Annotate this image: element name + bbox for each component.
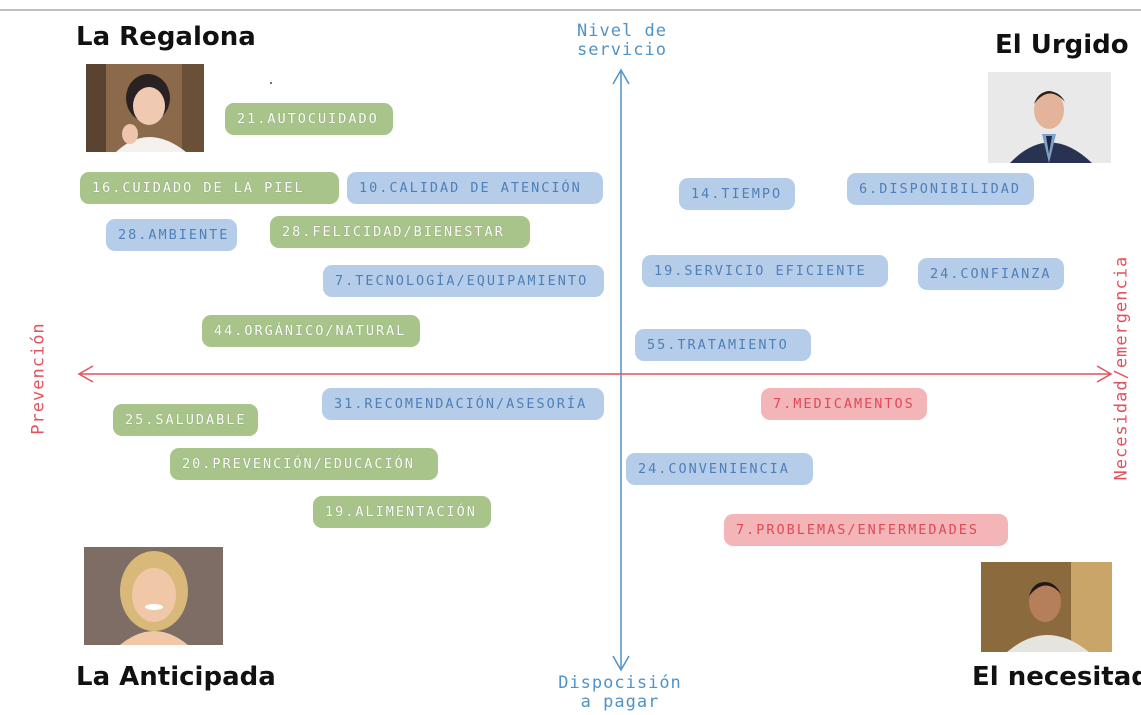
tag-servicio-eficiente: 19.SERVICIO EFICIENTE — [642, 255, 888, 287]
persona-photo-la-anticipada — [84, 547, 223, 645]
tag-calidad-de-atencion: 10.CALIDAD DE ATENCIÓN — [347, 172, 603, 204]
horizontal-axis-arrow-right — [1096, 365, 1113, 383]
tag-alimentacion: 19.ALIMENTACIÓN — [313, 496, 491, 528]
tag-medicamentos: 7.MEDICAMENTOS — [761, 388, 927, 420]
persona-photo-el-urgido — [988, 72, 1111, 163]
quadrant-title-top-left: La Regalona — [76, 22, 256, 52]
axis-label-top: Nivel de servicio — [577, 21, 667, 60]
tag-saludable: 25.SALUDABLE — [113, 404, 258, 436]
tag-ambiente: 28.AMBIENTE — [106, 219, 237, 251]
tag-problemas-enfermedades: 7.PROBLEMAS/ENFERMEDADES — [724, 514, 1008, 546]
tag-tratamiento: 55.TRATAMIENTO — [635, 329, 811, 361]
tag-organico-natural: 44.ORGÁNICO/NATURAL — [202, 315, 420, 347]
tag-conveniencia: 24.CONVENIENCIA — [626, 453, 813, 485]
tag-recomendacion-asesoria: 31.RECOMENDACIÓN/ASESORÍA — [322, 388, 604, 420]
tag-tiempo: 14.TIEMPO — [679, 178, 795, 210]
stray-dot — [270, 82, 272, 84]
tag-disponibilidad: 6.DISPONIBILIDAD — [847, 173, 1034, 205]
tag-cuidado-de-la-piel: 16.CUIDADO DE LA PIEL — [80, 172, 339, 204]
axis-label-bottom: Dispocisión a pagar — [558, 673, 682, 712]
persona-photo-el-necesitado — [981, 562, 1112, 652]
tag-tecnologia-equipamiento: 7.TECNOLOGÍA/EQUIPAMIENTO — [323, 265, 604, 297]
axis-label-right: Necesidad/emergencia — [1111, 255, 1132, 481]
tag-prevencion-educacion: 20.PREVENCIÓN/EDUCACIÓN — [170, 448, 438, 480]
tag-confianza: 24.CONFIANZA — [918, 258, 1064, 290]
quadrant-title-top-right: El Urgido — [995, 30, 1129, 60]
vertical-axis-arrow-bottom — [612, 655, 630, 672]
quadrant-title-bottom-right: El necesitado — [972, 662, 1141, 692]
quadrant-title-bottom-left: La Anticipada — [76, 662, 276, 692]
tag-felicidad-bienestar: 28.FELICIDAD/BIENESTAR — [270, 216, 530, 248]
vertical-axis-arrow-top — [612, 68, 630, 85]
tag-autocuidado: 21.AUTOCUIDADO — [225, 103, 393, 135]
axis-label-left: Prevención — [28, 322, 49, 435]
persona-photo-la-regalona — [86, 64, 204, 152]
horizontal-axis-arrow-left — [77, 365, 94, 383]
top-divider — [0, 9, 1141, 11]
